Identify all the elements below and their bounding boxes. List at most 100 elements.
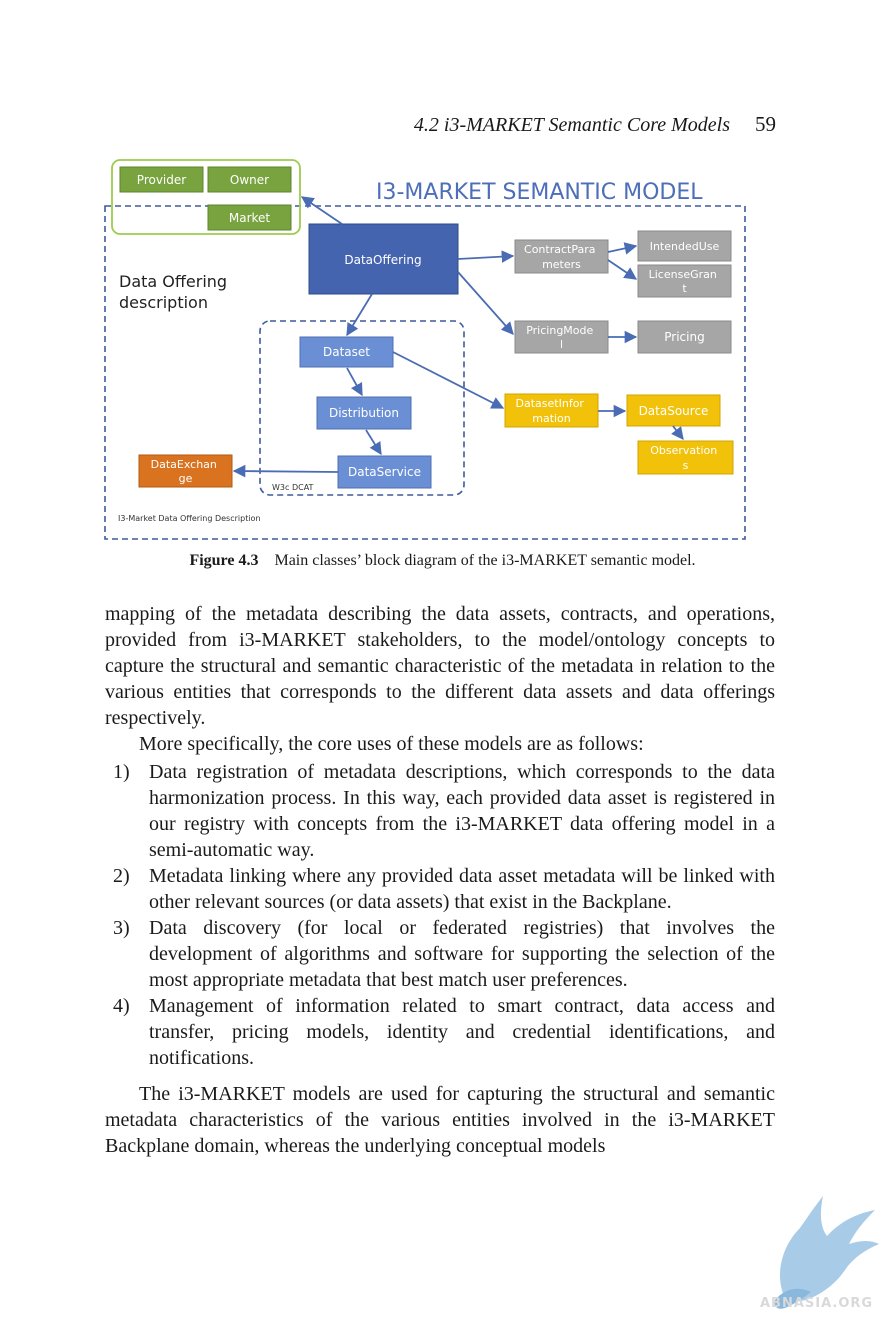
dcat-group (259, 320, 465, 496)
node-dataset-information: DatasetInfor mation (504, 393, 599, 428)
node-owner: Owner (207, 166, 292, 193)
svg-text:Owner: Owner (230, 173, 269, 187)
node-observations-line-1: Observation (650, 444, 717, 457)
region-label: Data Offering description (119, 272, 232, 312)
list-item-number: 2) (113, 865, 130, 887)
node-observations-line-2: s (683, 459, 689, 472)
arrow-source-to-observations (671, 425, 684, 440)
list-item-text: Management of information related to sma… (149, 995, 775, 1069)
svg-text:IntendedUse: IntendedUse (650, 240, 720, 253)
region-label-line-1: Data Offering (119, 272, 227, 291)
svg-text:DataSource: DataSource (639, 404, 709, 418)
node-owner-label: Owner (230, 173, 269, 187)
node-license-grant: LicenseGran t (637, 264, 732, 298)
svg-text:ContractPara meters: ContractPara meters (524, 243, 599, 271)
node-contract-parameters-line-2: meters (542, 258, 581, 271)
list-item-number: 3) (113, 917, 130, 939)
node-dataset-label: Dataset (323, 345, 370, 359)
node-license-grant-line-2: t (682, 282, 687, 295)
node-data-exchange-line-1: DataExchan (151, 458, 217, 471)
arrow-service-to-exchange (232, 464, 339, 478)
node-data-service: DataService (337, 455, 432, 489)
node-pricing-model-line-1: PricingMode (526, 324, 593, 337)
node-data-service-label: DataService (348, 465, 421, 479)
semantic-model-diagram: I3-MARKET SEMANTIC MODEL Data Offering d… (104, 159, 746, 540)
svg-text:Market: Market (229, 211, 271, 225)
arrow-contract-to-license (607, 259, 638, 280)
node-dataset: Dataset (299, 336, 394, 368)
node-dataset-information-line-1: DatasetInfor (516, 397, 585, 410)
arrow-dataset-to-distribution (346, 367, 363, 397)
node-distribution-label: Distribution (329, 406, 399, 420)
arrow-dataset-to-info (392, 351, 505, 409)
node-market-label: Market (229, 211, 271, 225)
arrow-offering-to-contract (457, 250, 515, 263)
node-data-offering: DataOffering (308, 223, 459, 295)
svg-text:DataExchan ge: DataExchan ge (151, 458, 221, 485)
node-contract-parameters: ContractPara meters (514, 239, 609, 274)
svg-text:DatasetInfor mation: DatasetInfor mation (516, 397, 588, 425)
node-distribution: Distribution (316, 396, 412, 430)
paragraph-3: The i3-MARKET models are used for captur… (105, 1083, 775, 1157)
data-offering-frame (104, 205, 746, 540)
list-item-text: Data discovery (for local or federated r… (149, 917, 775, 991)
diagram-heading: I3-MARKET SEMANTIC MODEL (376, 180, 703, 205)
node-pricing-model-line-2: l (560, 338, 563, 351)
griffin-logo-icon (774, 1196, 879, 1309)
list-item: 3) Data discovery (for local or federated… (105, 915, 775, 993)
arrow-offering-to-pricing-model (457, 271, 514, 335)
paragraph-1: mapping of the metadata describing the d… (105, 603, 775, 729)
node-license-grant-line-1: LicenseGran (649, 268, 717, 281)
arrow-offering-to-actors (300, 196, 343, 225)
node-data-source-label: DataSource (639, 404, 709, 418)
svg-text:Pricing: Pricing (664, 330, 704, 344)
dcat-label: W3c DCAT (272, 483, 314, 492)
svg-text:LicenseGran t: LicenseGran t (649, 268, 721, 295)
list-item-number: 4) (113, 995, 130, 1017)
node-provider: Provider (119, 166, 204, 193)
svg-text:DataOffering: DataOffering (344, 253, 421, 267)
node-intended-use-label: IntendedUse (650, 240, 720, 253)
figure-label: Figure 4.3 (189, 552, 259, 569)
list-item: 4) Management of information related to s… (105, 993, 775, 1071)
arrow-contract-to-intended (607, 242, 638, 255)
body-text: mapping of the metadata describing the d… (105, 601, 775, 1159)
actors-group (111, 159, 301, 235)
uses-list: 1)Data registration of metadata descript… (105, 759, 775, 1071)
node-intended-use: IntendedUse (637, 230, 732, 262)
node-contract-parameters-line-1: ContractPara (524, 243, 595, 256)
node-observations: Observation s (637, 440, 734, 475)
node-market: Market (207, 204, 292, 231)
list-item: 2) Metadata linking where any provided da… (105, 863, 775, 915)
paragraph-2: More specifically, the core uses of thes… (139, 733, 644, 755)
node-pricing-label: Pricing (664, 330, 704, 344)
diagram-arrows (232, 196, 684, 478)
figure-caption: Figure 4.3 Main classes’ block diagram of… (0, 552, 885, 570)
svg-text:Dataset: Dataset (323, 345, 370, 359)
svg-text:Observation s: Observation s (650, 444, 720, 472)
list-item: 1)Data registration of metadata descript… (105, 759, 775, 863)
section-title: 4.2 i3-MARKET Semantic Core Models (413, 114, 730, 136)
node-pricing: Pricing (637, 320, 732, 354)
list-item-text: Data registration of metadata descriptio… (149, 761, 775, 861)
svg-text:DataService: DataService (348, 465, 421, 479)
svg-text:PricingMode l: PricingMode l (526, 324, 597, 351)
node-dataset-information-line-2: mation (532, 412, 571, 425)
figure-caption-text: Main classes’ block diagram of the i3-MA… (274, 552, 696, 569)
svg-text:Distribution: Distribution (329, 406, 399, 420)
arrow-offering-to-dataset (346, 293, 373, 337)
page-number: 59 (755, 112, 776, 136)
svg-text:Provider: Provider (137, 173, 186, 187)
watermark-text: ABNASIA.ORG (760, 1296, 874, 1311)
frame-footer-label: I3-Market Data Offering Description (118, 514, 261, 523)
arrow-distribution-to-service (365, 429, 382, 456)
region-label-line-2: description (119, 293, 208, 312)
running-header: 4.2 i3-MARKET Semantic Core Models 59 (0, 112, 776, 137)
node-data-source: DataSource (626, 394, 721, 427)
node-data-offering-label: DataOffering (344, 253, 421, 267)
node-data-exchange: DataExchan ge (138, 454, 233, 488)
node-data-exchange-line-2: ge (179, 472, 193, 485)
node-pricing-model: PricingMode l (514, 320, 609, 354)
list-item-text: Metadata linking where any provided data… (149, 865, 775, 913)
node-provider-label: Provider (137, 173, 186, 187)
